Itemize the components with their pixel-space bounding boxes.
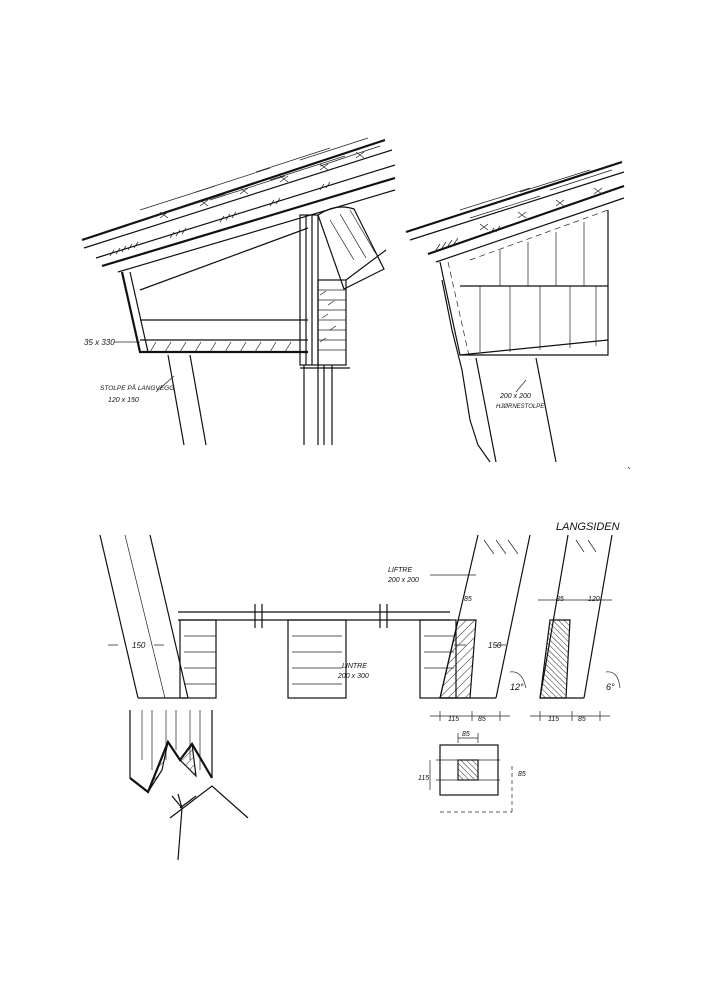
corner-section-right: 200 x 200 HJØRNESTOLPE — [405, 160, 625, 463]
lintre-label-2: 200 x 300 — [337, 673, 369, 680]
post-note-label-1: STOLPE PÅ LANGVEGG — [100, 383, 174, 392]
liftre-label-2: 200 x 200 — [387, 577, 419, 584]
scarf-joint-detail — [129, 710, 249, 861]
dim-115-square-left: 115 — [418, 775, 429, 782]
langsiden-elevation: LANGSIDEN 150 LINTRE 200 x 300 LIFTRE 20… — [99, 521, 621, 723]
liftre-label-1: LIFTRE — [388, 567, 412, 574]
dim-85-top2: 85 — [556, 596, 564, 603]
lintre-label-1: LINTRE — [342, 663, 367, 670]
dim-150-left: 150 — [132, 641, 146, 650]
post-note-label-2: 120 x 150 — [108, 397, 139, 404]
eaves-section-left: 35 x 330 STOLPE PÅ LANGVEGG 120 x 150 — [81, 137, 396, 446]
dim-120-top: 120 — [588, 596, 600, 603]
corner-post-label-2: HJØRNESTOLPE — [496, 404, 545, 410]
dim-85-square-top: 85 — [462, 731, 470, 738]
angle-12: 12° — [510, 682, 524, 692]
post-plan-detail: 85 115 85 — [418, 731, 526, 813]
corner-roof-tiles — [435, 169, 613, 251]
dim-115-b: 115 — [548, 716, 559, 723]
langsiden-title: LANGSIDEN — [556, 521, 620, 533]
dim-150-mid: 150 — [488, 641, 502, 650]
dim-115-a: 115 — [448, 716, 459, 723]
corner-post-label-1: 200 x 200 — [499, 393, 531, 400]
roof-tiles — [109, 137, 381, 257]
angle-6: 6° — [606, 682, 615, 692]
dim-85-square-right: 85 — [518, 771, 526, 778]
dim-85-b: 85 — [578, 716, 586, 723]
dim-85-a: 85 — [478, 716, 486, 723]
dim-85-top: 85 — [464, 596, 472, 603]
rafter-size-label: 35 x 330 — [84, 338, 115, 347]
